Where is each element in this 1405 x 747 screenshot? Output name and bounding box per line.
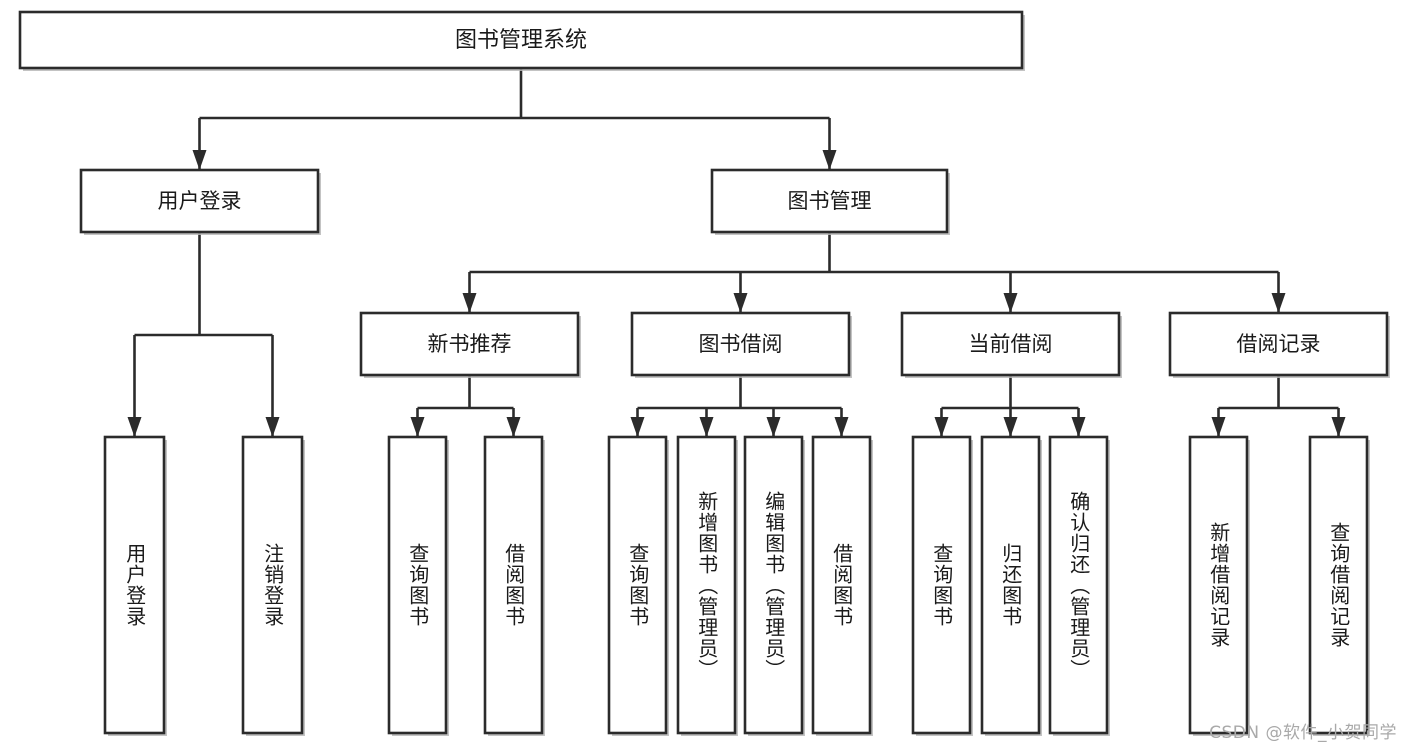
arrow-head-icon xyxy=(265,417,280,437)
arrow-head-icon xyxy=(766,417,781,437)
arrow-head-icon xyxy=(1003,293,1018,313)
arrow-head-icon xyxy=(834,417,849,437)
node-当前借阅-box[interactable] xyxy=(900,311,1121,377)
node-归还图书-box[interactable] xyxy=(980,435,1041,735)
node-新书推荐-label: 新书推荐 xyxy=(428,332,512,356)
arrow-head-icon xyxy=(410,417,425,437)
node-查询借阅记录-box[interactable] xyxy=(1308,435,1369,735)
arrow-head-icon xyxy=(462,293,477,313)
node-新增图书管理员-box[interactable] xyxy=(676,435,737,735)
boxes-layer xyxy=(18,10,1390,736)
node-查询图书-box[interactable] xyxy=(607,435,668,735)
node-注销登录-box[interactable] xyxy=(241,435,304,735)
arrow-head-icon xyxy=(1211,417,1226,437)
node-新增借阅记录-box[interactable] xyxy=(1188,435,1249,735)
arrow-head-icon xyxy=(1271,293,1286,313)
arrow-head-icon xyxy=(192,150,207,170)
node-当前借阅-label: 当前借阅 xyxy=(969,332,1053,356)
arrow-head-icon xyxy=(733,293,748,313)
arrow-head-icon xyxy=(630,417,645,437)
node-图书管理-box[interactable] xyxy=(710,168,949,234)
node-图书管理系统-label: 图书管理系统 xyxy=(455,28,587,53)
node-用户登录-box[interactable] xyxy=(79,168,320,234)
node-借阅记录-label: 借阅记录 xyxy=(1237,332,1321,356)
arrow-head-icon xyxy=(934,417,949,437)
node-图书借阅-label: 图书借阅 xyxy=(699,332,783,356)
arrow-head-icon xyxy=(1003,417,1018,437)
arrow-head-icon xyxy=(1071,417,1086,437)
node-借阅图书-box[interactable] xyxy=(483,435,544,735)
node-新书推荐-box[interactable] xyxy=(359,311,580,377)
node-图书借阅-box[interactable] xyxy=(630,311,851,377)
node-图书管理系统-box[interactable] xyxy=(18,10,1024,70)
arrow-head-icon xyxy=(506,417,521,437)
node-确认归还管理员-box[interactable] xyxy=(1048,435,1109,735)
node-图书管理-label: 图书管理 xyxy=(788,189,872,213)
node-用户登录-box[interactable] xyxy=(103,435,166,735)
arrow-head-icon xyxy=(822,150,837,170)
arrow-head-icon xyxy=(127,417,142,437)
node-查询图书-box[interactable] xyxy=(911,435,972,735)
arrow-head-icon xyxy=(1331,417,1346,437)
node-编辑图书管理员-box[interactable] xyxy=(743,435,804,735)
node-借阅图书-box[interactable] xyxy=(811,435,872,735)
node-用户登录-label: 用户登录 xyxy=(158,189,242,213)
node-查询图书-box[interactable] xyxy=(387,435,448,735)
arrow-head-icon xyxy=(699,417,714,437)
node-借阅记录-box[interactable] xyxy=(1168,311,1389,377)
connectors-layer xyxy=(127,68,1346,437)
